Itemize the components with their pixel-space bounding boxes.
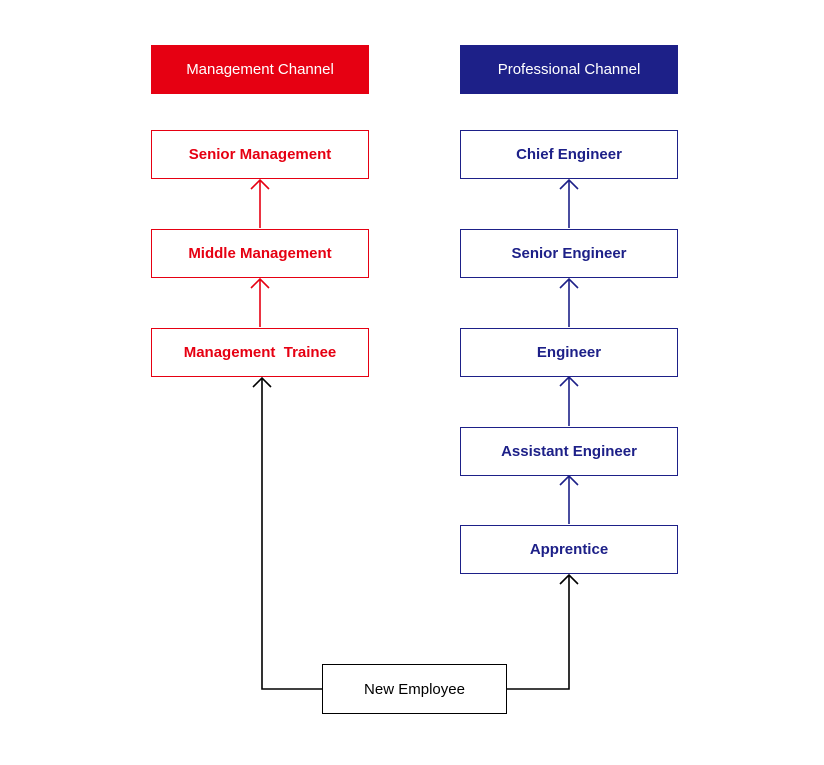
arrowhead-chief-engineer [559,178,579,190]
level-management-trainee: Management Trainee [151,328,369,377]
new-employee-node: New Employee [322,664,507,714]
level-assistant-engineer-label: Assistant Engineer [501,443,637,460]
level-apprentice-label: Apprentice [529,541,609,558]
level-assistant-engineer: Assistant Engineer [460,427,678,476]
arrowhead-management-trainee [252,376,272,388]
level-apprentice: Apprentice [460,525,678,574]
professional-channel-header: Professional Channel [460,45,678,94]
level-engineer: Engineer [460,328,678,377]
level-middle-management: Middle Management [151,229,369,278]
arrowhead-assistant-engineer [559,474,579,486]
arrowhead-apprentice [559,573,579,585]
level-chief-engineer: Chief Engineer [460,130,678,179]
level-senior-engineer-label: Senior Engineer [511,245,627,262]
level-chief-engineer-label: Chief Engineer [516,146,622,163]
arrowhead-senior-management [250,178,270,190]
arrowhead-senior-engineer [559,277,579,289]
level-senior-management: Senior Management [151,130,369,179]
path-new-employee-to-trainee [261,378,322,690]
level-senior-engineer: Senior Engineer [460,229,678,278]
management-channel-header: Management Channel [151,45,369,94]
arrowhead-middle-management [250,277,270,289]
level-engineer-label: Engineer [536,344,602,361]
arrowhead-engineer [559,375,579,387]
path-new-employee-to-apprentice [507,575,570,690]
